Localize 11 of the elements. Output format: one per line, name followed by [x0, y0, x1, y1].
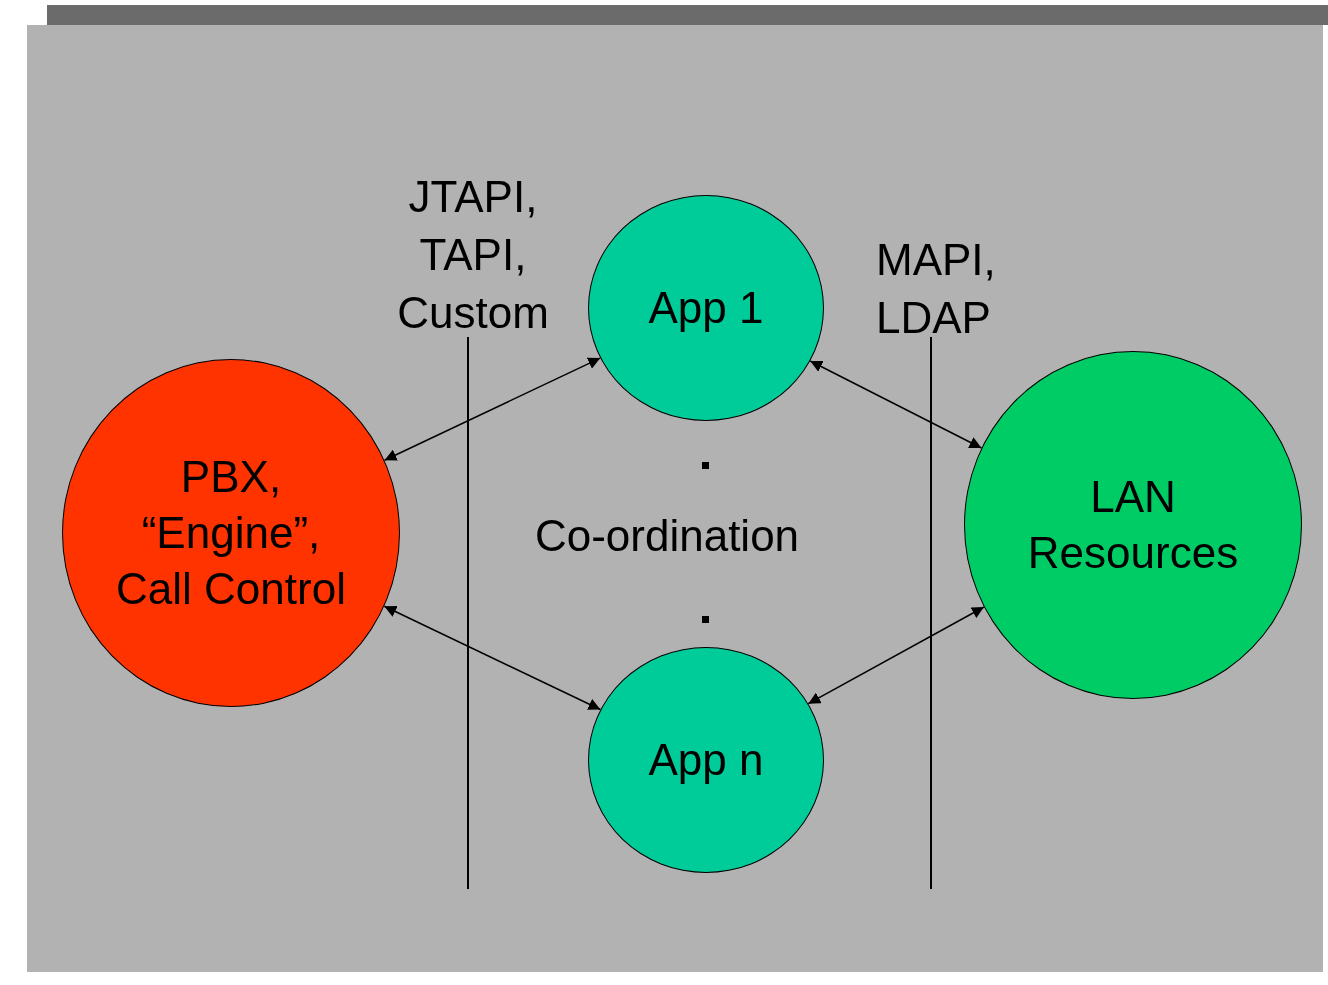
double-arrow [383, 357, 601, 461]
center-label: Co-ordination [533, 510, 801, 562]
node-label: LAN Resources [1026, 471, 1240, 579]
node-label: App 1 [648, 282, 764, 335]
interface-label: JTAPI, TAPI, Custom [396, 171, 550, 339]
double-arrow [383, 605, 602, 711]
interface-label: MAPI, LDAP [876, 234, 997, 344]
node-label: PBX, “Engine”, Call Control [115, 451, 347, 615]
node-label: App n [648, 734, 764, 787]
double-arrow [807, 606, 985, 705]
double-arrow [809, 360, 983, 449]
